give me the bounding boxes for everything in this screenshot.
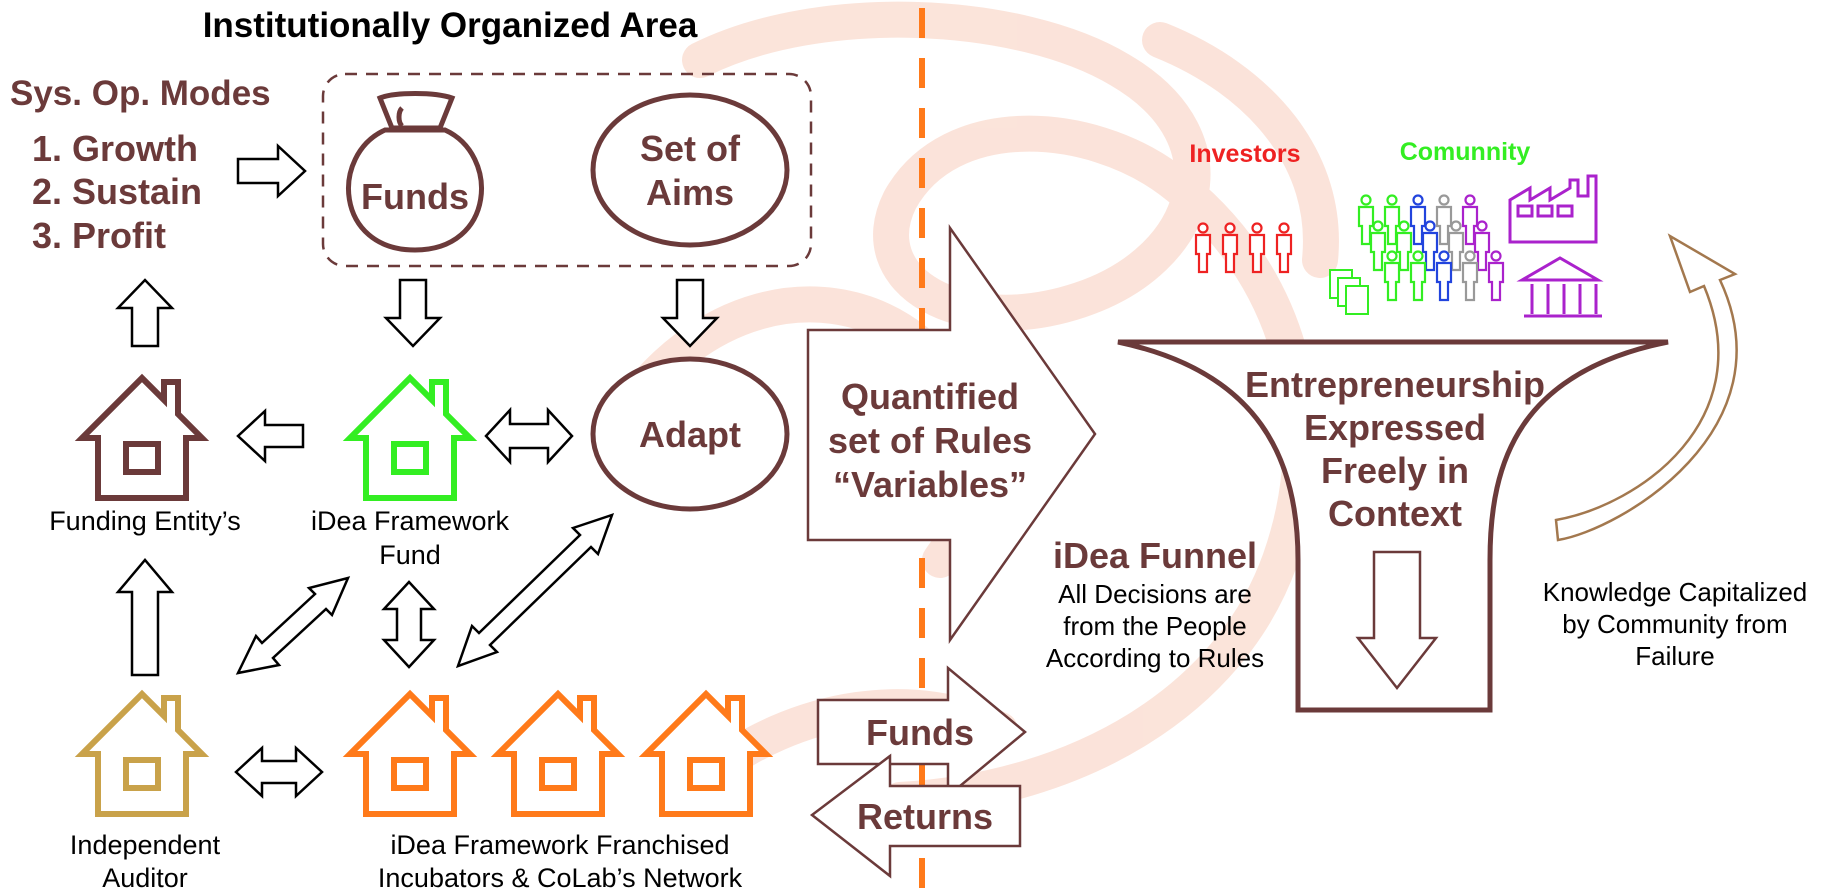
page-title: Institutionally Organized Area [202,6,698,45]
community-label: Comunnity [1399,138,1531,166]
adapt-label: Adapt [639,414,741,455]
factory-icon [1508,174,1598,244]
feedback-line2: by Community from [1562,609,1788,639]
adapt-ellipse [590,356,790,512]
community-icon [1357,194,1505,302]
feedback-line3: Failure [1635,641,1715,671]
arrow-modes-to-box [236,143,307,199]
funds-bag-label: Funds [361,176,469,217]
modes-title: Sys. Op. Modes [10,74,271,113]
house-network-2-icon [498,694,618,814]
auditor-caption-line1: Independent [69,830,221,860]
aims-label-line2: Aims [645,172,735,213]
flow-arrows [115,143,720,799]
house-network-3-icon [646,694,766,814]
feedback-curved-arrow [1554,233,1738,542]
mode-item-profit: 3. Profit [32,215,167,256]
rules-line3: “Variables” [832,464,1028,505]
rules-arrow [806,224,1097,644]
mode-item-growth: 1. Growth [32,128,199,169]
funnel-shape [1117,339,1669,713]
funnel-text-line3: Freely in [1320,450,1470,491]
auditor-caption-line2: Auditor [102,863,188,893]
funnel-text-line2: Expressed [1303,407,1487,448]
house-funding-entity-icon [82,378,202,498]
house-auditor-icon [82,694,202,814]
feedback-line1: Knowledge Capitalized [1542,577,1808,607]
arrow-diag-left [235,576,351,675]
funds-aims-box [321,72,813,268]
house-network-1-icon [350,694,470,814]
mode-item-sustain: 2. Sustain [32,171,203,212]
documents-icon [1329,269,1369,315]
funnel-desc-line1: All Decisions are [1058,579,1252,609]
arrow-fund-network [381,580,437,669]
investors-label: Investors [1189,140,1301,168]
network-caption-line2: Incubators & CoLab’s Network [377,863,743,893]
bank-icon [1516,256,1604,318]
funding-entity-caption: Funding Entity’s [49,506,241,536]
idea-fund-caption-line2: Fund [379,540,441,570]
arrow-aims-to-adapt [660,278,720,348]
money-bag-icon [346,91,484,253]
funnel-desc-line3: According to Rules [1045,643,1265,673]
funds-flow-label: Funds [866,712,974,753]
aims-ellipse [590,92,790,248]
funnel-text-line1: Entrepreneurship [1244,364,1546,405]
rules-line2: set of Rules [827,420,1033,461]
network-caption-line1: iDea Framework Franchised [390,830,730,860]
house-idea-fund-icon [350,378,470,498]
funnel-down-arrow [1355,550,1439,691]
arrow-diag-right [455,513,615,669]
funnel-name: iDea Funnel [1052,535,1258,576]
arrow-entity-to-modes [115,278,175,348]
funnel-text-line4: Context [1328,493,1462,534]
returns-flow-arrow [809,753,1022,879]
idea-fund-caption-line1: iDea Framework [310,506,510,536]
arrow-fund-adapt [484,406,574,466]
arrow-auditor-to-entity [115,558,175,677]
arrow-fund-to-entity [236,408,305,464]
returns-flow-label: Returns [856,796,994,837]
funnel-desc-line2: from the People [1063,611,1247,641]
arrow-funds-to-fund [383,278,443,348]
aims-label-line1: Set of [639,128,740,169]
rules-line1: Quantified [841,376,1019,417]
arrow-auditor-network [234,745,324,799]
funds-flow-arrow [816,665,1027,799]
